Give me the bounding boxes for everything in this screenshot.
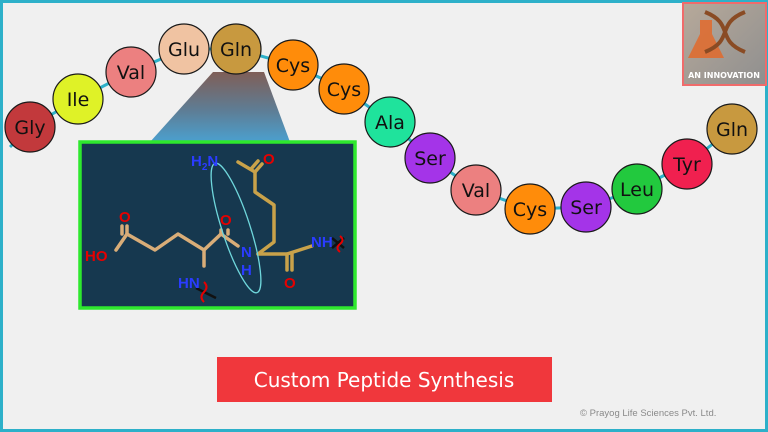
residue-bead: [560, 181, 612, 233]
residue-label: Gln: [220, 39, 252, 61]
residue-label: Val: [117, 62, 145, 84]
residue-label: Ser: [570, 197, 602, 219]
residue-label: Cys: [327, 79, 361, 101]
residue-bead: [364, 96, 416, 148]
atom-labels: H2N O O HO O HN N H O NH: [85, 151, 333, 292]
residue-gln: Gln: [706, 103, 758, 155]
residue-bead: [267, 39, 319, 91]
residue-glu: Glu: [158, 23, 210, 75]
residue-gly: Gly: [4, 101, 56, 153]
residue-bead: [611, 163, 663, 215]
residue-cys: Cys: [504, 183, 556, 235]
peptide-hydrogen-label: H: [241, 262, 252, 279]
c-terminal-oxygen-label: O: [284, 275, 296, 292]
residue-bead: [661, 138, 713, 190]
alpha-nitrogen-label: HN: [178, 275, 200, 292]
residue-cys: Cys: [318, 63, 370, 115]
residue-ser: Ser: [560, 181, 612, 233]
residue-leu: Leu: [611, 163, 663, 215]
banner-title: Custom Peptide Synthesis: [254, 368, 515, 392]
title-banner: Custom Peptide Synthesis: [217, 357, 552, 402]
amide-nitrogen-label: H2N: [191, 153, 218, 173]
residue-bead: [52, 73, 104, 125]
residue-label: Leu: [620, 179, 654, 201]
residue-bead: [158, 23, 210, 75]
residue-bead: [4, 101, 56, 153]
peptide-bond-highlight: [210, 162, 262, 294]
company-logo: AN INNOVATION: [682, 2, 767, 86]
residue-val: Val: [105, 46, 157, 98]
residue-label: Gln: [716, 119, 748, 141]
logo-caption: AN INNOVATION: [688, 71, 760, 80]
residue-label: Cys: [513, 199, 547, 221]
residue-label: Tyr: [672, 154, 701, 176]
residue-tyr: Tyr: [661, 138, 713, 190]
peptide-carbonyl-oxygen-label: O: [220, 212, 232, 229]
acid-oxygen-label: O: [119, 209, 131, 226]
residue-ala: Ala: [364, 96, 416, 148]
residue-cys: Cys: [267, 39, 319, 91]
acid-hydroxyl-label: HO: [85, 248, 108, 265]
residue-val: Val: [450, 164, 502, 216]
residue-gln: Gln: [210, 23, 262, 75]
chain-continuation-marks: [195, 235, 345, 303]
peptide-nitrogen-label: N: [241, 244, 252, 261]
residue-label: Ala: [375, 112, 405, 134]
residue-bead: [404, 132, 456, 184]
side-chain-bonds: [236, 159, 314, 272]
residue-label: Cys: [276, 55, 310, 77]
residue-bead: [504, 183, 556, 235]
residue-label: Ser: [414, 148, 446, 170]
residue-label: Val: [462, 180, 490, 202]
structure-panel: H2N O O HO O HN N H O NH: [78, 140, 357, 310]
banner-background: [217, 357, 552, 402]
residue-ser: Ser: [404, 132, 456, 184]
residue-bead: [210, 23, 262, 75]
c-terminal-amide-label: NH: [311, 234, 333, 251]
zoom-funnel: [150, 72, 290, 142]
residue-ile: Ile: [52, 73, 104, 125]
residue-bead: [706, 103, 758, 155]
residue-label: Glu: [168, 39, 200, 61]
residue-label: Ile: [67, 89, 90, 111]
residue-bead: [450, 164, 502, 216]
copyright-text: © Prayog Life Sciences Pvt. Ltd.: [580, 408, 716, 419]
side-chain-oxygen-label: O: [263, 151, 275, 168]
residue-bead: [318, 63, 370, 115]
dna-helix-icon: [704, 10, 746, 54]
residue-label: Gly: [14, 117, 45, 139]
residue-bead: [105, 46, 157, 98]
